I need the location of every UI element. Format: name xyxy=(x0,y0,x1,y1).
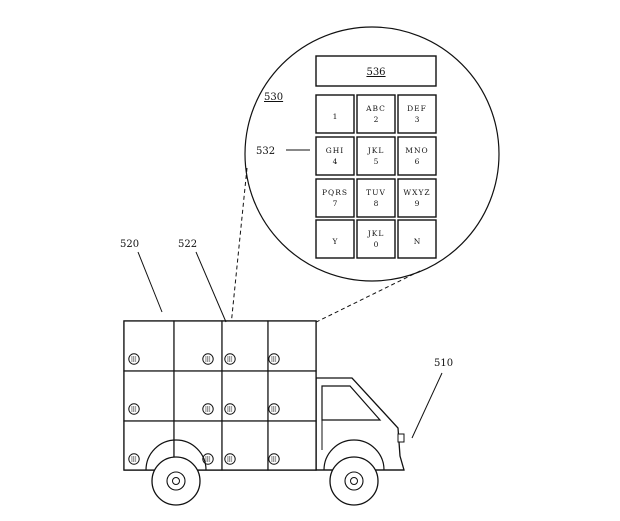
headlight xyxy=(397,433,405,443)
locker-keypad-icon xyxy=(202,353,214,365)
rear-wheel-arch xyxy=(145,439,207,471)
keypad-key-0[interactable]: JKL 0 xyxy=(356,219,396,259)
locker-compartment xyxy=(173,370,223,422)
locker-keypad-icon xyxy=(128,403,140,415)
key-letters: TUV xyxy=(366,188,386,197)
key-letters: MNO xyxy=(405,146,428,155)
leader-truck xyxy=(411,372,443,439)
key-letters: GHI xyxy=(326,146,345,155)
locker-keypad-icon xyxy=(128,353,140,365)
label-truck: 510 xyxy=(434,358,453,369)
locker-keypad-icon xyxy=(268,453,280,465)
keypad-key-2[interactable]: ABC 2 xyxy=(356,94,396,134)
rear-wheel xyxy=(151,456,201,506)
key-digit: 3 xyxy=(415,115,420,124)
key-digit: 6 xyxy=(415,157,420,166)
delivery-truck xyxy=(123,320,405,506)
label-locker: 522 xyxy=(178,239,197,250)
key-digit: 7 xyxy=(333,199,338,208)
key-letters: PQRS xyxy=(322,188,348,197)
leader-locker xyxy=(195,251,227,323)
front-wheel xyxy=(329,456,379,506)
locker-keypad-icon xyxy=(202,403,214,415)
locker-keypad-icon xyxy=(224,453,236,465)
locker-keypad-icon xyxy=(128,453,140,465)
truck-window xyxy=(321,385,382,421)
key-digit: N xyxy=(414,237,421,246)
label-display: 536 xyxy=(366,67,385,78)
keypad-display xyxy=(315,55,437,87)
key-letters: DEF xyxy=(407,104,427,113)
locker-keypad-icon xyxy=(224,403,236,415)
key-letters: JKL xyxy=(367,146,385,155)
locker-keypad-icon xyxy=(224,353,236,365)
key-letters: JKL xyxy=(367,229,385,238)
keypad-key-6[interactable]: MNO 6 xyxy=(397,136,437,176)
leader-cabinet xyxy=(137,251,163,313)
key-digit: 0 xyxy=(374,240,379,249)
keypad-grid: 1ABC2DEF3GHI4JKL5MNO6PQRS7TUV8WXYZ9YJKL0… xyxy=(315,94,437,259)
keypad-key-9[interactable]: WXYZ 9 xyxy=(397,178,437,218)
keypad-key-4[interactable]: GHI 4 xyxy=(315,136,355,176)
keypad-key-n[interactable]: N xyxy=(397,219,437,259)
key-digit: 2 xyxy=(374,115,379,124)
locker-keypad-icon xyxy=(268,353,280,365)
keypad-key-1[interactable]: 1 xyxy=(315,94,355,134)
locker-compartment xyxy=(173,320,223,372)
key-letters: WXYZ xyxy=(403,188,430,197)
keypad-key-y[interactable]: Y xyxy=(315,219,355,259)
label-cabinet: 520 xyxy=(120,239,139,250)
key-digit: 8 xyxy=(374,199,379,208)
front-wheel-arch xyxy=(323,439,385,471)
keypad-key-3[interactable]: DEF 3 xyxy=(397,94,437,134)
locker-keypad-icon xyxy=(268,403,280,415)
label-callout: 530 xyxy=(264,92,283,103)
locker-grid xyxy=(123,320,317,471)
key-digit: 9 xyxy=(415,199,420,208)
keypad-key-5[interactable]: JKL 5 xyxy=(356,136,396,176)
label-keypad: 532 xyxy=(256,146,275,157)
key-letters: ABC xyxy=(365,104,386,113)
key-digit: Y xyxy=(332,237,339,246)
key-digit: 5 xyxy=(374,157,379,166)
truck-cab xyxy=(315,377,405,471)
keypad-key-7[interactable]: PQRS 7 xyxy=(315,178,355,218)
key-digit: 1 xyxy=(333,112,338,121)
keypad-key-8[interactable]: TUV 8 xyxy=(356,178,396,218)
key-digit: 4 xyxy=(333,157,338,166)
